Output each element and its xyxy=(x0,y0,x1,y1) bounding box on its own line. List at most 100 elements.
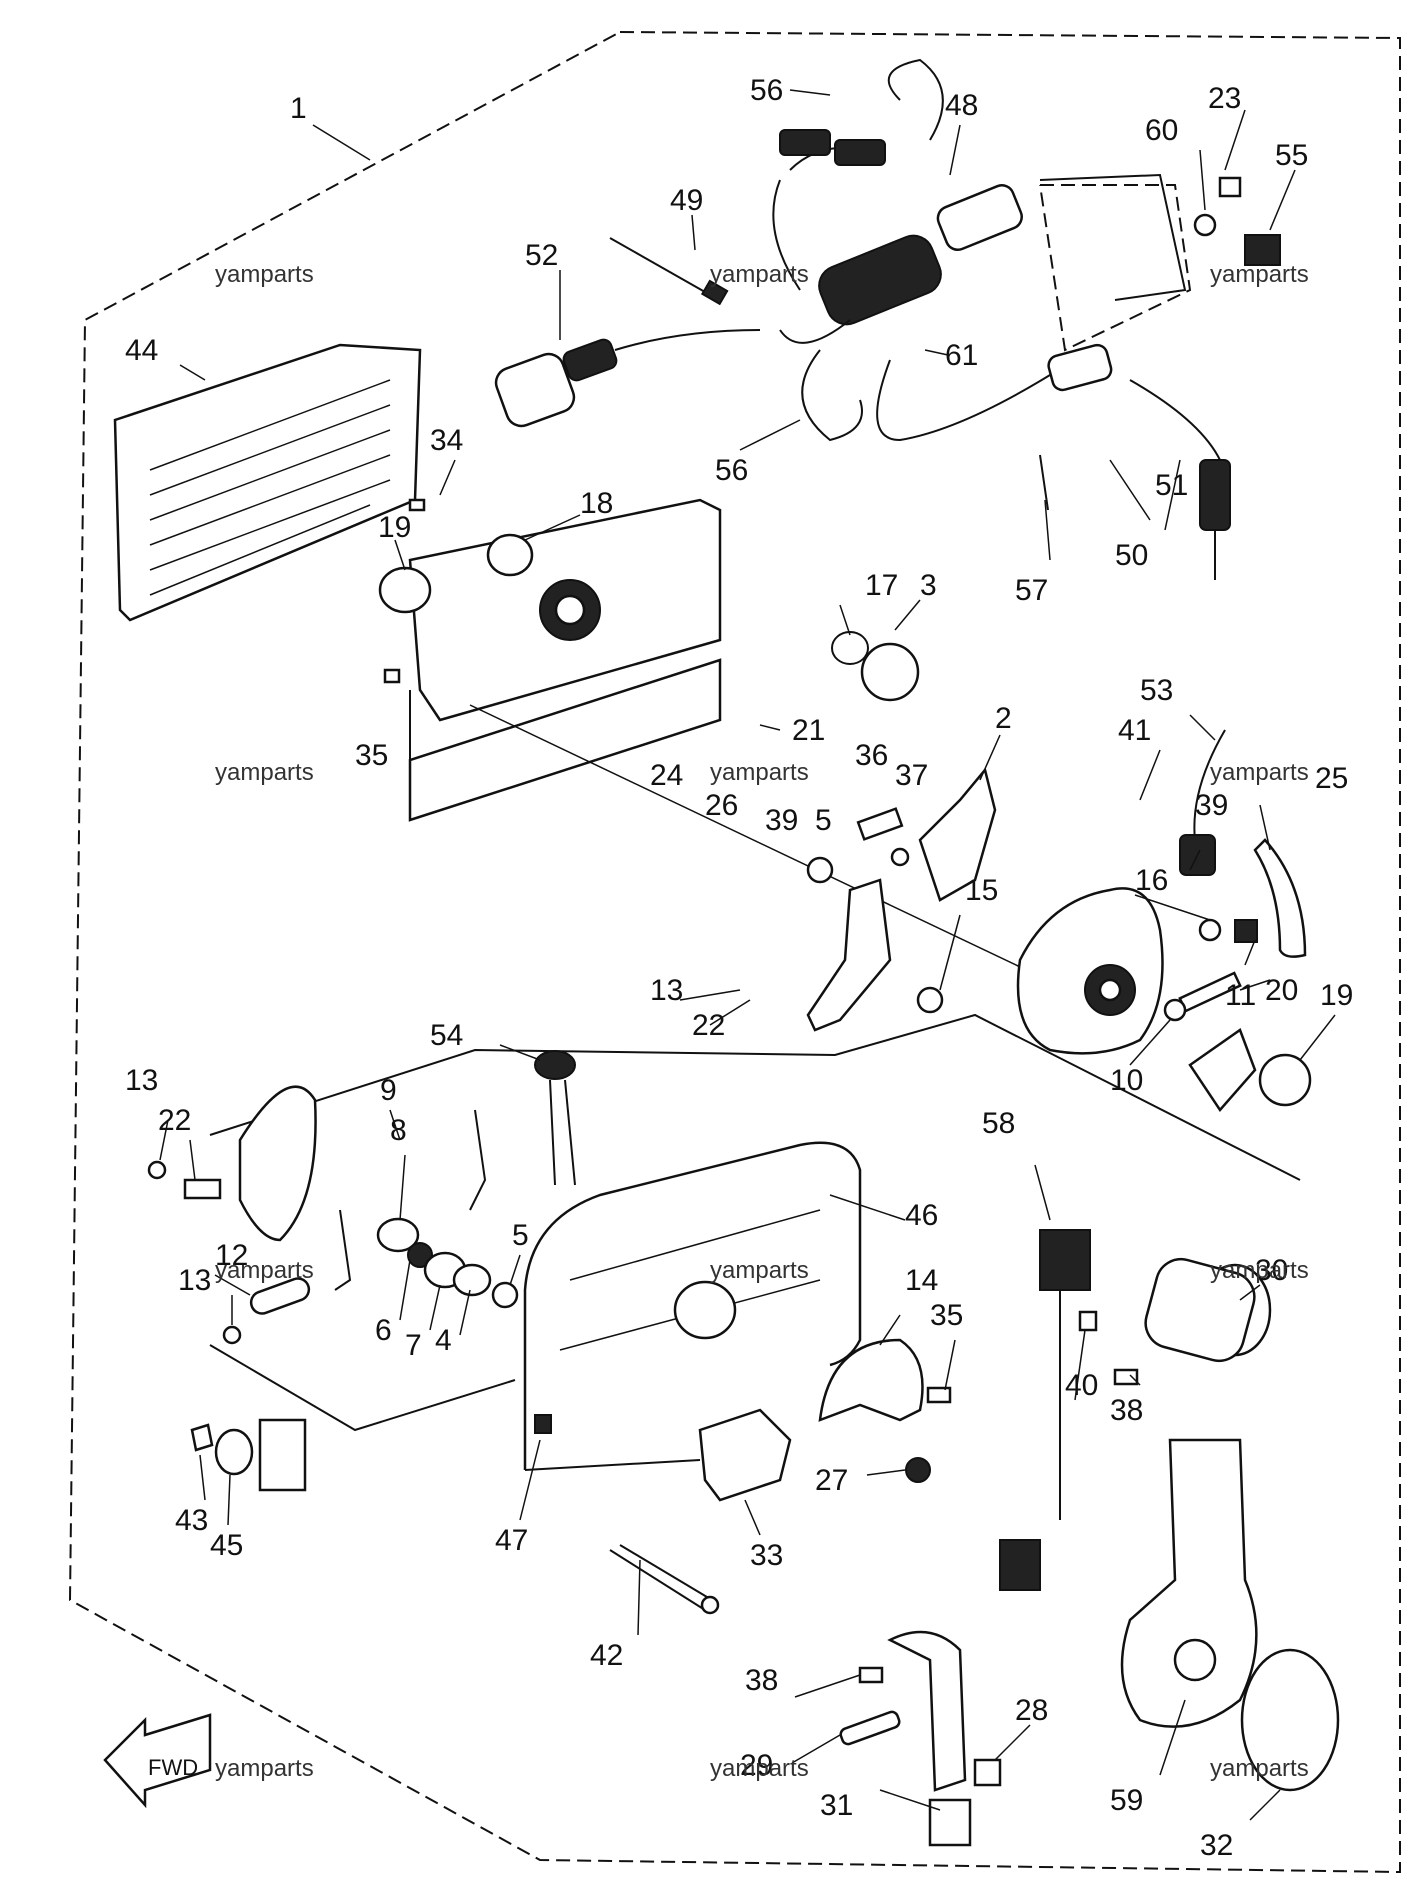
part-55-bracket xyxy=(1244,234,1281,266)
part-38-screw-lower xyxy=(858,1666,884,1684)
callout-54: 54 xyxy=(430,1019,463,1052)
callout-26: 26 xyxy=(705,789,738,822)
callout-47: 47 xyxy=(495,1524,528,1557)
callout-27: 27 xyxy=(815,1464,848,1497)
part-12-pin xyxy=(249,1277,311,1315)
part-9-link xyxy=(334,1209,352,1291)
part-27-spring xyxy=(905,1457,931,1483)
leader-lines xyxy=(159,89,1336,1821)
callout-38-upper: 38 xyxy=(1110,1394,1143,1427)
callout-1: 1 xyxy=(290,92,307,125)
watermark: yamparts xyxy=(710,759,809,786)
assembly-boundary xyxy=(68,30,1401,1874)
part-29-pin xyxy=(839,1710,901,1746)
part-40-clip xyxy=(1078,1310,1098,1332)
part-34-screw xyxy=(408,498,426,512)
part-37-washer xyxy=(890,847,910,867)
part-31-lever xyxy=(887,1630,972,1847)
callout-22-left: 22 xyxy=(158,1104,191,1137)
harness-box xyxy=(1039,173,1187,301)
part-45-washer xyxy=(214,1428,254,1476)
harness-boundary xyxy=(1039,184,1192,352)
callout-4: 4 xyxy=(435,1324,452,1357)
callout-34: 34 xyxy=(430,424,463,457)
callout-50: 50 xyxy=(1115,539,1148,572)
callout-16: 16 xyxy=(1135,864,1168,897)
callout-9: 9 xyxy=(380,1074,397,1107)
watermark: yamparts xyxy=(1210,1257,1309,1284)
callout-13-lower: 13 xyxy=(178,1264,211,1297)
callout-31: 31 xyxy=(820,1789,853,1822)
fwd-label: FWD xyxy=(148,1755,198,1780)
callout-19-right: 19 xyxy=(1320,979,1353,1012)
callout-29: 29 xyxy=(740,1749,773,1782)
callout-59: 59 xyxy=(1110,1784,1143,1817)
part-23-nut xyxy=(1218,176,1242,198)
callout-18: 18 xyxy=(580,487,613,520)
part-5-collar-lower xyxy=(491,1281,519,1309)
part-47-tab xyxy=(534,1414,552,1434)
watermark: yamparts xyxy=(710,1755,809,1782)
part-20-block xyxy=(1234,919,1258,943)
callout-33: 33 xyxy=(750,1539,783,1572)
callout-25: 25 xyxy=(1315,762,1348,795)
part-13-clip-lower xyxy=(222,1325,242,1345)
part-43-nut xyxy=(190,1423,214,1452)
callout-24: 24 xyxy=(650,759,683,792)
part-33-bracket xyxy=(698,1408,792,1502)
part-59-lever-arm xyxy=(1120,1438,1258,1728)
part-50-trim-switch xyxy=(876,343,1113,442)
part-56-clip-upper xyxy=(887,58,944,141)
part-57-screw xyxy=(1039,454,1049,511)
part-11-plate xyxy=(1188,1028,1257,1113)
watermarks: yamparts yamparts yamparts yamparts yamp… xyxy=(215,261,1309,1782)
part-2-lever-plate xyxy=(918,767,997,902)
part-60-washer xyxy=(1193,213,1217,237)
callout-40: 40 xyxy=(1065,1369,1098,1402)
group-bound-upper xyxy=(209,1013,1301,1181)
callout-23: 23 xyxy=(1208,82,1241,115)
fwd-arrow: FWD xyxy=(103,1713,212,1809)
callout-45: 45 xyxy=(210,1529,243,1562)
rear-mount-block xyxy=(258,1418,307,1492)
shaft-axis-upper xyxy=(469,704,1101,1006)
part-5-collar-upper xyxy=(806,856,834,884)
callout-30: 30 xyxy=(1255,1254,1288,1287)
callout-10: 10 xyxy=(1110,1064,1143,1097)
callouts: 1 2 3 4 5 5 6 7 8 9 10 11 12 13 13 13 14… xyxy=(125,74,1353,1862)
callout-57: 57 xyxy=(1015,574,1048,607)
part-46-main-housing xyxy=(523,1141,862,1471)
watermark: yamparts xyxy=(215,759,314,786)
callout-58: 58 xyxy=(982,1107,1015,1140)
cam-disk-assembly xyxy=(1016,887,1164,1055)
part-48-switch xyxy=(772,129,1023,344)
callout-56-lower: 56 xyxy=(715,454,748,487)
watermark: yamparts xyxy=(710,261,809,288)
callout-3: 3 xyxy=(920,569,937,602)
part-44-cover xyxy=(113,343,422,622)
callout-2: 2 xyxy=(995,702,1012,735)
watermark: yamparts xyxy=(215,1755,314,1782)
part-8-bushing xyxy=(376,1217,420,1253)
callout-35-upper: 35 xyxy=(355,739,388,772)
callout-53: 53 xyxy=(1140,674,1173,707)
callout-32: 32 xyxy=(1200,1829,1233,1862)
callout-13-left: 13 xyxy=(125,1064,158,1097)
callout-37: 37 xyxy=(895,759,928,792)
part-19-bushing-right xyxy=(1258,1053,1312,1107)
part-18-bushing xyxy=(486,533,534,577)
part-3-cam xyxy=(860,642,920,702)
part-4-washer xyxy=(452,1263,492,1297)
callout-35-lower: 35 xyxy=(930,1299,963,1332)
watermark: yamparts xyxy=(215,261,314,288)
part-58-switch xyxy=(999,1229,1091,1591)
callout-39-lower: 39 xyxy=(765,804,798,837)
part-30-handle xyxy=(1144,1257,1272,1363)
watermark: yamparts xyxy=(710,1257,809,1284)
part-38-screw-upper xyxy=(1113,1368,1139,1386)
callout-44: 44 xyxy=(125,334,158,367)
callout-55: 55 xyxy=(1275,139,1308,172)
callout-46: 46 xyxy=(905,1199,938,1232)
callout-56-upper: 56 xyxy=(750,74,783,107)
